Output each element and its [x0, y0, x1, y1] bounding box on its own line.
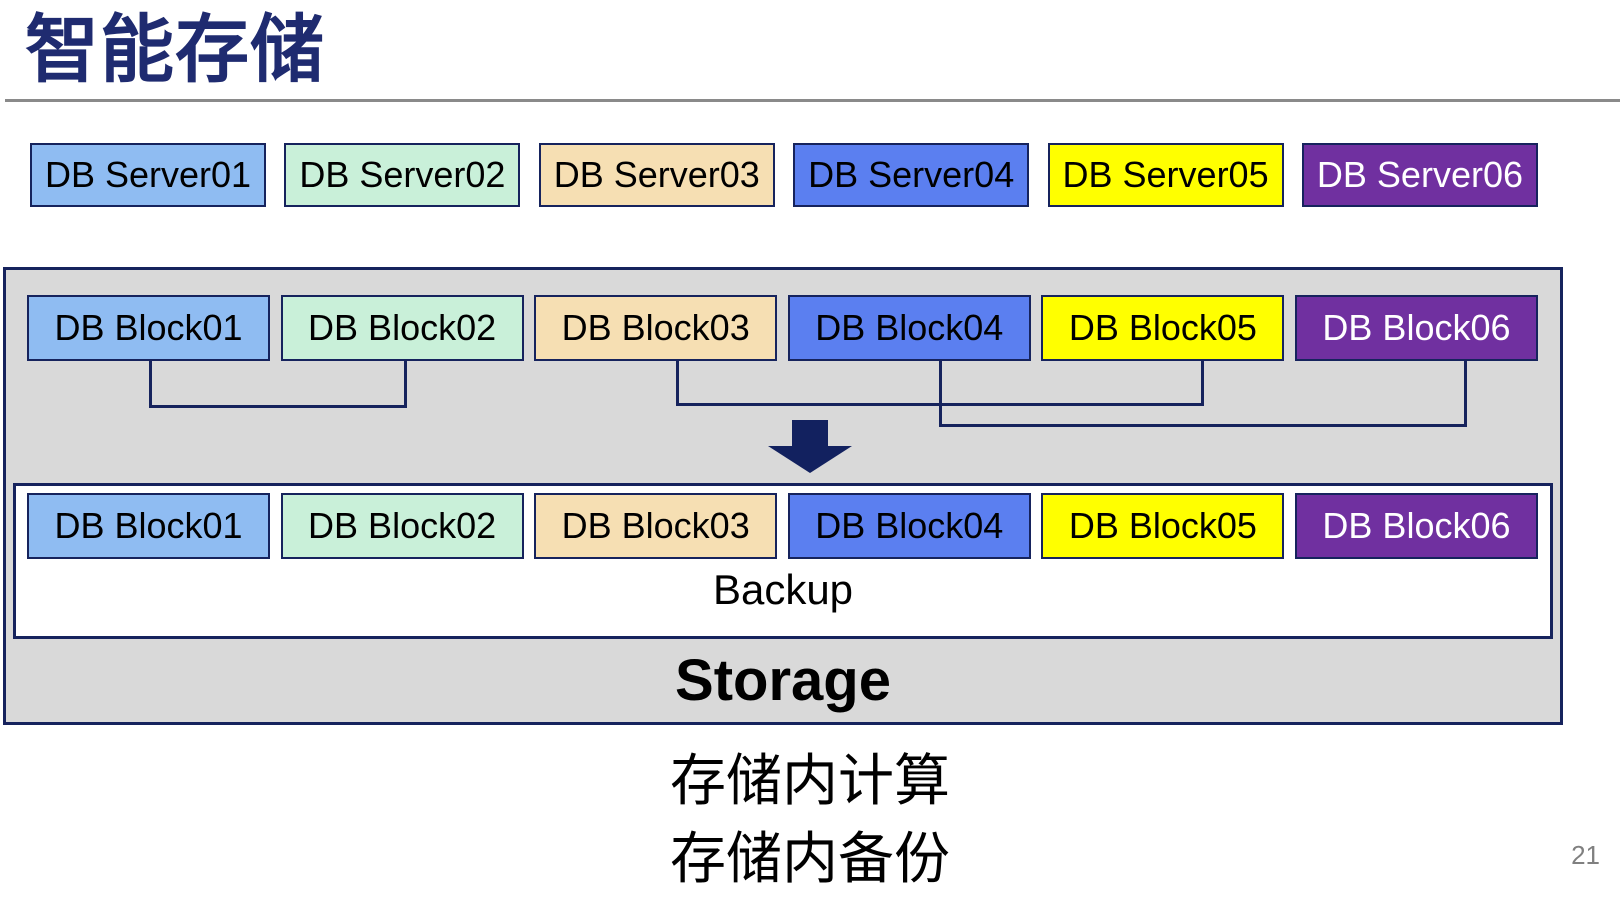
- db-block-top-06: DB Block06: [1294, 295, 1538, 361]
- connector-bracket-block04-block06: [939, 361, 1467, 427]
- db-block-row-source: DB Block01 DB Block02 DB Block03 DB Bloc…: [27, 295, 1538, 361]
- db-block-top-03: DB Block03: [534, 295, 778, 361]
- db-block-top-02: DB Block02: [280, 295, 524, 361]
- db-block-row-backup: DB Block01 DB Block02 DB Block03 DB Bloc…: [27, 493, 1538, 559]
- db-server-box-04: DB Server04: [793, 143, 1030, 207]
- caption-line-2: 存储内备份: [670, 827, 950, 890]
- storage-container: DB Block01 DB Block02 DB Block03 DB Bloc…: [3, 267, 1563, 725]
- db-server-box-01: DB Server01: [30, 143, 266, 207]
- connector-bracket-block01-block02: [149, 361, 407, 408]
- db-block-bottom-05: DB Block05: [1041, 493, 1285, 559]
- caption-line-1: 存储内计算: [670, 749, 950, 812]
- db-block-top-05: DB Block05: [1041, 295, 1285, 361]
- db-server-box-03: DB Server03: [538, 143, 775, 207]
- down-arrow-icon: [792, 420, 828, 447]
- page-number: 21: [1571, 840, 1600, 870]
- db-block-bottom-04: DB Block04: [787, 493, 1031, 559]
- db-server-box-05: DB Server05: [1047, 143, 1284, 207]
- server-row: DB Server01 DB Server02 DB Server03 DB S…: [30, 143, 1538, 207]
- db-block-bottom-01: DB Block01: [27, 493, 270, 559]
- db-server-box-06: DB Server06: [1301, 143, 1538, 207]
- storage-label: Storage: [675, 648, 891, 713]
- db-server-box-02: DB Server02: [284, 143, 521, 207]
- db-block-top-01: DB Block01: [27, 295, 270, 361]
- page-title: 智能存储: [25, 8, 325, 91]
- db-block-bottom-06: DB Block06: [1294, 493, 1538, 559]
- down-arrow-head-icon: [768, 446, 852, 473]
- caption-block: 存储内计算 存储内备份: [0, 742, 1620, 898]
- title-divider: [5, 99, 1620, 102]
- db-block-bottom-02: DB Block02: [280, 493, 524, 559]
- backup-box: DB Block01 DB Block02 DB Block03 DB Bloc…: [13, 483, 1553, 639]
- db-block-bottom-03: DB Block03: [534, 493, 778, 559]
- db-block-top-04: DB Block04: [787, 295, 1031, 361]
- backup-label: Backup: [712, 566, 854, 613]
